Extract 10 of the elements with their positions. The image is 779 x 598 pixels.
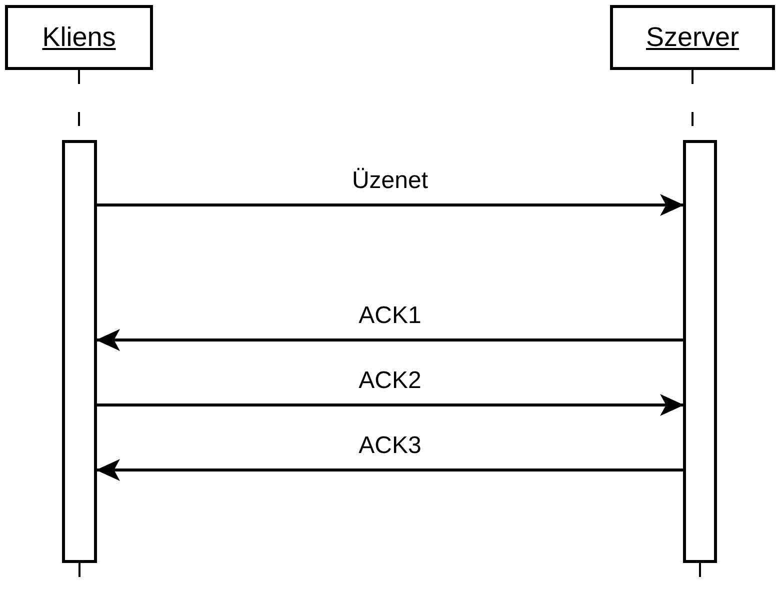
message-arrow bbox=[97, 194, 684, 216]
participant-name: Kliens bbox=[42, 22, 116, 53]
message-arrow bbox=[97, 394, 684, 416]
message-arrow bbox=[96, 329, 683, 351]
message-arrow bbox=[96, 459, 683, 481]
activation-bar bbox=[683, 140, 717, 563]
participant-box bbox=[5, 5, 153, 70]
participant-name: Szerver bbox=[646, 22, 740, 53]
activation-bar bbox=[62, 140, 97, 563]
participant-box bbox=[610, 5, 775, 70]
